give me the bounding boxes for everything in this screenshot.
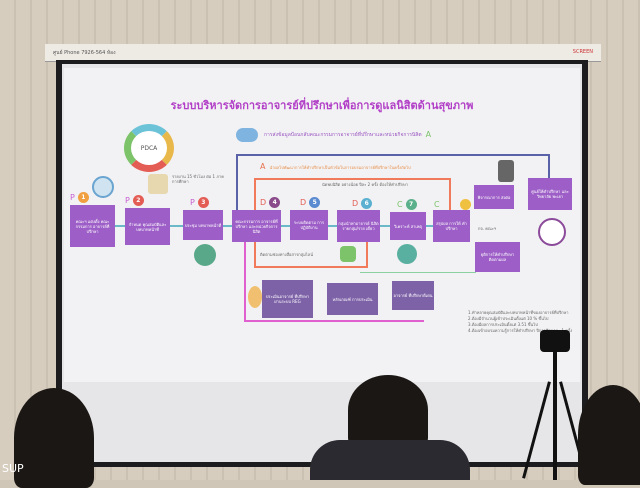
step-5-box: ระบบติดตาม การ ปฏิบัติงาน xyxy=(290,210,328,240)
improve-line xyxy=(449,178,451,210)
criteria-item: 1.ทำหลายคุณสมบัติและบทบาทหน้าที่ของอาจาร… xyxy=(468,310,569,315)
step-5-marker: D 5 xyxy=(300,197,321,208)
phase-c: C xyxy=(397,199,403,209)
step-3-marker: P 3 xyxy=(190,197,209,208)
criteria-list: 1.ทำหลายคุณสมบัติและบทบาทหน้าที่ของอาจาร… xyxy=(468,310,578,333)
criteria-item: 3.ต้องมีผลการประเมินตั้งแต่ 3.51 ขึ้นไป xyxy=(468,322,538,327)
pink-loop-line xyxy=(244,242,246,322)
step-6-number: 6 xyxy=(361,198,373,209)
step-7-marker: C 7 xyxy=(397,199,417,210)
phase-d: D xyxy=(260,197,267,207)
pdca-label: PDCA xyxy=(140,144,158,152)
feedback-heading: การส่งข้อมูลป้อนกลับคณะกรรมการอาจารย์ที่… xyxy=(264,132,422,138)
feedback-line xyxy=(236,154,550,156)
step-1-number: 1 xyxy=(77,192,89,203)
rail-brand: SCREEN xyxy=(572,49,593,55)
people-icon xyxy=(92,176,114,198)
red-loop-line xyxy=(366,242,368,268)
counseling-center-box: ศูนย์ให้คำปรึกษา และวิทยาลัย พะเยา xyxy=(528,178,572,210)
step-4-box: คณะกรรมการ อาจารย์ที่ปรึกษา และหน่วยกิจก… xyxy=(232,210,281,242)
step-2-number: 2 xyxy=(132,195,144,206)
feedback-letter: A xyxy=(425,130,432,139)
slide-title: ระบบบริหารจัดการอาจารย์ที่ปรึกษาเพื่อการ… xyxy=(170,99,474,112)
step-7-box: วิเคราะห์ สาเหตุ xyxy=(390,212,426,240)
step-6-marker: D 6 xyxy=(352,198,373,209)
step-3-number: 3 xyxy=(197,197,209,208)
line-app-icon xyxy=(340,246,356,262)
pink-loop-line xyxy=(244,320,424,322)
red-loop-line xyxy=(254,242,256,268)
audience-head xyxy=(14,388,94,488)
watermark: SUP xyxy=(2,462,24,475)
slide: ระบบบริหารจัดการอาจารย์ที่ปรึกษาเพื่อการ… xyxy=(64,68,580,382)
camera xyxy=(540,330,570,352)
pdca-cycle-icon: PDCA xyxy=(124,124,174,172)
audience-head xyxy=(578,385,640,485)
improve-letter: A xyxy=(260,162,266,171)
step-6-box: กลุ่มนำพาอาจารย์ นิสิต รายกลุ่ม/ราย เดี่… xyxy=(337,210,380,242)
red-loop-line xyxy=(254,266,367,268)
improve-row: A นำผลไปพัฒนาการให้คำปรึกษาเป็นหัวข้อในก… xyxy=(260,162,496,172)
phase-p: P xyxy=(125,195,130,205)
end-counseling-box: ยุติการให้คำปรึกษา ติดตามผล xyxy=(475,242,520,272)
rail-label: ศูนย์ Phone 7926-564 ห้อง xyxy=(53,50,116,56)
tripod xyxy=(553,350,557,480)
step-2-box: กำหนด คุณสมบัติและ บทบาทหน้าที่ xyxy=(125,208,170,245)
checklist-icon xyxy=(148,174,168,194)
phase-p: P xyxy=(190,197,195,207)
improve-note: นำผลไปพัฒนาการให้คำปรึกษาเป็นหัวข้อในการ… xyxy=(269,164,411,170)
cloud-icon xyxy=(236,128,258,142)
phase-c: C xyxy=(434,199,440,209)
step-9-number xyxy=(460,199,471,210)
improve-line xyxy=(254,178,256,210)
clipboard-icon xyxy=(248,286,262,308)
reg-evaluation-box: ประเมินอาจารย์ ที่ปรึกษา ผ่านระบบ REG xyxy=(262,280,313,318)
feedback-heading-row: การส่งข้อมูลป้อนกลับคณะกรรมการอาจารย์ที่… xyxy=(264,130,544,140)
analysis-icon xyxy=(397,244,417,264)
phone-icon xyxy=(498,160,514,182)
feedback-line xyxy=(548,154,550,182)
line-note: ติดตามช่องทางสื่อสารกลุ่มไลน์ xyxy=(260,252,313,257)
phase-p: P xyxy=(70,192,75,202)
criteria-box: หลักเกณฑ์ การประเมิน xyxy=(327,283,378,315)
step-7-number: 7 xyxy=(405,199,417,210)
step-2-marker: P 2 xyxy=(125,195,144,206)
feedback-line xyxy=(236,154,238,210)
step-4-number: 4 xyxy=(269,197,281,208)
university-seal-icon xyxy=(538,218,566,246)
outstanding-advisor-box: อาจารย์ ที่ปรึกษาดีเด่น xyxy=(392,281,434,310)
report-note: รายงาน 15 ชั่วโมง ต่อ 1 ภาคการศึกษา xyxy=(172,174,224,184)
criteria-item: 4.ต้องเข้าอบรมความรู้การให้คำปรึกษา ปีกา… xyxy=(468,328,573,333)
step-3-box: ประชุม บทบาทหน้าที่ xyxy=(183,210,223,240)
step-1-box: คณะฯ แต่งตั้ง คณะกรรมการ อาจารย์ที่ ปรึก… xyxy=(70,205,115,247)
phase-d: D xyxy=(352,198,359,208)
audience-head xyxy=(348,375,428,445)
step-5-number: 5 xyxy=(309,197,321,208)
step-8-marker: C xyxy=(434,199,440,210)
step-1-marker: P 1 xyxy=(70,192,89,203)
criteria-line xyxy=(360,272,476,273)
meet-note: นัดพบนิสิต อย่างน้อย ปีละ 2 ครั้ง ต้องให… xyxy=(322,182,408,187)
meeting-icon xyxy=(194,244,216,266)
phase-d: D xyxy=(300,197,307,207)
criteria-item: 2.ต้องมีจำนวนผู้เข้าประเมินตั้งแต่ 10 % … xyxy=(468,316,549,321)
referral-box: พิจารณาการ ส่งต่อ xyxy=(474,185,514,209)
improve-line xyxy=(254,178,450,180)
step-4-marker: D 4 xyxy=(260,197,281,208)
to-faculty-label: กจ. คณะฯ xyxy=(478,226,497,231)
step-8-box: สรุปผล การให้ คำปรึกษา xyxy=(433,210,470,242)
audience-shoulders xyxy=(310,440,470,480)
